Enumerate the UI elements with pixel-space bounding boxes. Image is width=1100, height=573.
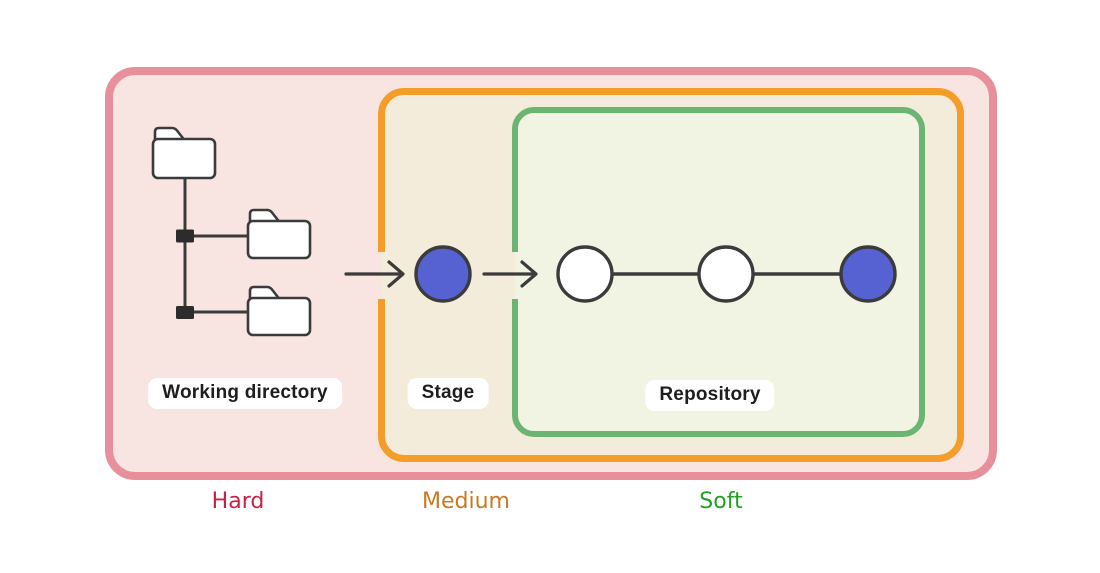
- legend-soft: Soft: [699, 489, 743, 514]
- repository-commit-chain: [556, 245, 897, 303]
- legend-hard: Hard: [211, 489, 265, 514]
- folder-icon: [246, 285, 312, 337]
- arrow-right-icon: [482, 260, 538, 288]
- tree-node-square: [176, 306, 194, 319]
- repository-label: Repository: [645, 380, 775, 411]
- tree-connector-lines: [183, 178, 250, 314]
- stage-label: Stage: [407, 378, 489, 409]
- arrow-right-icon: [344, 260, 405, 288]
- working-directory-tree-icon: [151, 126, 312, 337]
- tree-node-square: [176, 229, 194, 243]
- repository-commit-node: [556, 245, 614, 303]
- folder-icon: [151, 126, 217, 180]
- repository-commit-node: [697, 245, 755, 303]
- working-directory-label: Working directory: [148, 378, 342, 409]
- repository-commit-node: [839, 245, 897, 303]
- folder-icon: [246, 208, 312, 260]
- stage-commit-node: [414, 245, 472, 303]
- legend-medium: Medium: [422, 489, 510, 514]
